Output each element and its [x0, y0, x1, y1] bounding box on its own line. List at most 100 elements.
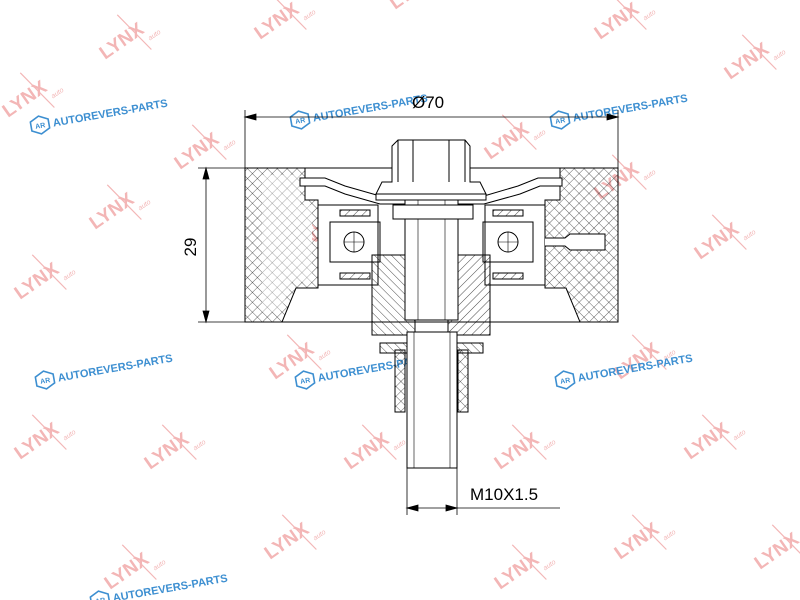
lynx-watermark-sub: auto: [532, 129, 547, 143]
lynx-watermark-stroke: [19, 72, 55, 108]
lynx-watermark-stroke: [511, 424, 547, 460]
lynx-watermark-sub: auto: [317, 349, 332, 363]
autorevers-watermark-text: AUTOREVERS-PARTS: [52, 98, 169, 130]
lynx-watermark-text: LYNX: [751, 529, 800, 574]
lynx-watermark-text: LYNX: [171, 129, 223, 174]
threaded-shank: [406, 331, 458, 469]
lynx-watermark-text: LYNX: [721, 39, 773, 84]
lynx-watermark-stroke: [161, 424, 197, 460]
lynx-watermark-stroke: [106, 184, 142, 220]
lynx-watermark-text: LYNX: [0, 77, 51, 122]
lynx-watermark-sub: auto: [542, 559, 557, 573]
lynx-watermark-stroke: [286, 334, 322, 370]
autorevers-watermark-text: AUTOREVERS-PARTS: [57, 353, 174, 385]
knurled-sleeve-left: [394, 349, 406, 413]
bolt-head: [375, 139, 487, 195]
lynx-watermark-text: LYNX: [386, 0, 438, 14]
lynx-watermark-stroke: [611, 0, 647, 30]
autorevers-logo-mark: AR: [300, 377, 311, 386]
lynx-watermark-stroke: [31, 254, 67, 290]
lynx-watermark-text: LYNX: [251, 0, 303, 44]
lynx-watermark-stroke: [501, 114, 537, 150]
autorevers-logo-icon: [554, 370, 576, 390]
autorevers-logo-icon: [89, 590, 111, 600]
autorevers-logo-mark: AR: [35, 122, 46, 131]
lynx-watermark-stroke: [631, 514, 667, 550]
lynx-watermark-text: LYNX: [591, 0, 643, 44]
lynx-watermark-text: LYNX: [611, 519, 663, 564]
autorevers-logo-icon: [34, 370, 56, 390]
lynx-watermark-stroke: [711, 214, 747, 250]
lynx-watermark-text: LYNX: [341, 429, 393, 474]
lynx-watermark-stroke: [281, 514, 317, 550]
lynx-watermark-text: LYNX: [481, 119, 533, 164]
lynx-watermark-sub: auto: [772, 49, 787, 63]
dust-cover: [299, 177, 563, 205]
lynx-watermark-sub: auto: [137, 199, 152, 213]
lynx-watermark-text: LYNX: [691, 219, 743, 264]
lynx-watermark-text: LYNX: [96, 19, 148, 64]
lynx-watermark-text: LYNX: [681, 419, 733, 464]
lynx-watermark-stroke: [511, 544, 547, 580]
height-label: 29: [181, 238, 200, 257]
lynx-watermark-text: LYNX: [11, 419, 63, 464]
lynx-watermark-text: LYNX: [266, 339, 318, 384]
lynx-watermark-sub: auto: [147, 29, 162, 43]
lynx-watermark-sub: auto: [642, 169, 657, 183]
lynx-watermark-sub: auto: [312, 529, 327, 543]
autorevers-watermark: AR AUTOREVERS-PARTS: [29, 98, 169, 135]
lynx-watermark-sub: auto: [742, 229, 757, 243]
autorevers-logo-mark: AR: [295, 117, 306, 126]
autorevers-logo-mark: AR: [40, 377, 51, 386]
autorevers-logo-icon: [29, 115, 51, 135]
autorevers-watermark: AR AUTOREVERS-PARTS: [34, 353, 174, 390]
lynx-watermark-sub: auto: [152, 559, 167, 573]
lynx-watermark-sub: auto: [222, 139, 237, 153]
lynx-watermark-sub: auto: [542, 439, 557, 453]
pulley-drawing: [244, 139, 619, 469]
lynx-watermark-stroke: [771, 524, 800, 560]
lynx-watermark-sub: auto: [732, 429, 747, 443]
lynx-watermark-text: LYNX: [141, 429, 193, 474]
bolt-shank: [404, 199, 459, 321]
thread-label: M10X1.5: [470, 485, 538, 504]
autorevers-logo-mark: AR: [555, 117, 566, 126]
lynx-watermark-sub: auto: [392, 439, 407, 453]
autorevers-logo-mark: AR: [560, 377, 571, 386]
lynx-watermark-text: LYNX: [11, 259, 63, 304]
lynx-watermark-stroke: [116, 14, 152, 50]
lynx-watermark-stroke: [271, 0, 307, 30]
lynx-watermark-stroke: [361, 424, 397, 460]
lynx-watermark-sub: auto: [642, 9, 657, 23]
dimension-lines: [198, 110, 620, 515]
lynx-watermark-sub: auto: [62, 429, 77, 443]
lynx-watermark-text: LYNX: [491, 429, 543, 474]
lynx-watermark-text: LYNX: [261, 519, 313, 564]
lynx-watermark-sub: auto: [50, 87, 65, 101]
lynx-watermark-stroke: [191, 124, 227, 160]
lynx-watermark-text: LYNX: [86, 189, 138, 234]
